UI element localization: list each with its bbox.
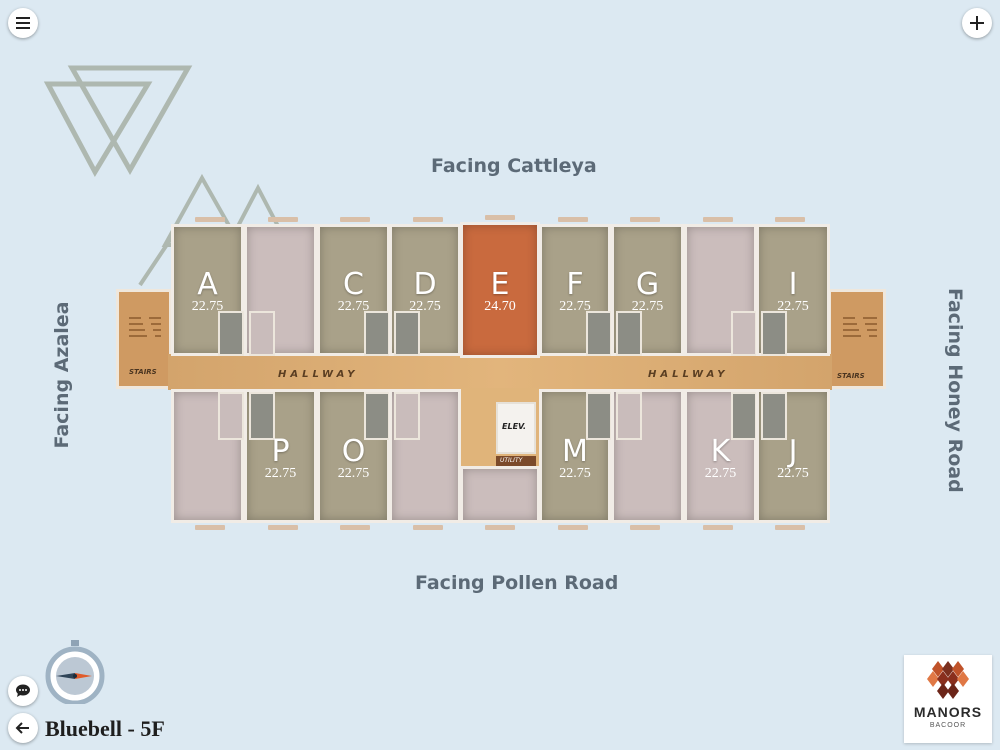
unit-A[interactable]: A 22.75 (171, 224, 244, 356)
unit-B-sold[interactable] (244, 224, 317, 356)
stairs-right-label: STAIRS (837, 372, 865, 380)
hallway (168, 354, 832, 390)
hallway-label-left: HALLWAY (278, 369, 359, 380)
unit-H-sold[interactable] (684, 224, 757, 356)
brand-name: MANORS (913, 704, 983, 720)
unit-G[interactable]: G 22.75 (611, 224, 684, 356)
unit-Q-sold[interactable] (171, 389, 244, 523)
brand-sub: BACOOR (929, 722, 967, 729)
chat-button[interactable] (8, 676, 38, 706)
brand-logo: MANORS BACOOR (904, 655, 992, 743)
plus-icon (970, 16, 984, 30)
unit-K[interactable]: K 22.75 (684, 389, 757, 523)
utility-label: UTILITY (500, 457, 523, 464)
arrow-left-icon (15, 722, 29, 734)
unit-O[interactable]: O 22.75 (317, 389, 390, 523)
elevator: ELEV. (496, 402, 536, 454)
hallway-label-right: HALLWAY (648, 369, 729, 380)
unit-M[interactable]: M 22.75 (539, 389, 612, 523)
unit-sold-center[interactable] (460, 466, 540, 523)
chat-bubble-icon (16, 684, 30, 697)
facing-top-label: Facing Cattleya (431, 155, 597, 177)
add-button[interactable] (962, 8, 992, 38)
unit-C[interactable]: C 22.75 (317, 224, 390, 356)
diamond-logo-icon (927, 661, 969, 699)
unit-F[interactable]: F 22.75 (539, 224, 612, 356)
facing-bottom-label: Facing Pollen Road (415, 572, 619, 594)
stairs-right: STAIRS (828, 289, 886, 389)
stairs-left: STAIRS (116, 289, 172, 389)
back-button[interactable] (8, 713, 38, 743)
unit-N-sold[interactable] (389, 389, 461, 523)
utility: UTILITY (496, 456, 536, 466)
stairs-left-label: STAIRS (129, 368, 157, 376)
building-floor-title: Bluebell - 5F (45, 716, 165, 741)
elevator-label: ELEV. (502, 422, 527, 431)
unit-P[interactable]: P 22.75 (244, 389, 317, 523)
unit-D[interactable]: D 22.75 (389, 224, 461, 356)
hamburger-menu-icon (16, 17, 30, 29)
unit-J[interactable]: J 22.75 (756, 389, 830, 523)
unit-L-sold[interactable] (611, 389, 684, 523)
unit-E[interactable]: E 24.70 (460, 222, 540, 358)
unit-I[interactable]: I 22.75 (756, 224, 830, 356)
compass-icon (45, 640, 105, 704)
menu-button[interactable] (8, 8, 38, 38)
